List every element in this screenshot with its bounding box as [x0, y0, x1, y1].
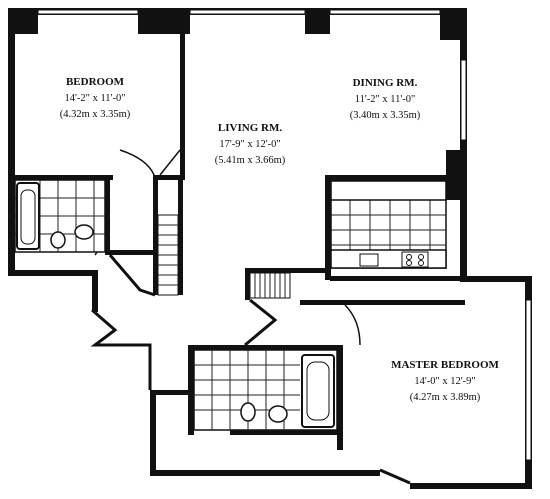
closet-2	[249, 272, 291, 299]
room-dim-imperial-living: 17'-9" x 12'-0"	[219, 139, 280, 150]
bathroom-2	[193, 349, 338, 431]
room-dim-metric-bedroom: (4.32m x 3.35m)	[60, 109, 131, 120]
toilet-icon	[240, 402, 256, 422]
room-name-bedroom: BEDROOM	[66, 76, 125, 88]
label-bedroom: BEDROOM 14'-2" x 11'-0" (4.32m x 3.35m)	[60, 76, 131, 120]
room-dim-metric-dining: (3.40m x 3.35m)	[350, 110, 421, 121]
kitchen	[330, 180, 447, 269]
room-dim-imperial-bedroom: 14'-2" x 11'-0"	[65, 93, 126, 104]
sink-icon	[268, 405, 288, 423]
columns	[8, 8, 467, 200]
bathroom-1	[14, 179, 106, 253]
room-dim-imperial-dining: 11'-2" x 11'-0"	[355, 94, 416, 105]
label-living: LIVING RM. 17'-9" x 12'-0" (5.41m x 3.66…	[215, 122, 286, 166]
room-dim-imperial-master: 14'-0" x 12'-9"	[414, 376, 475, 387]
room-name-living: LIVING RM.	[218, 122, 282, 134]
label-dining: DINING RM. 11'-2" x 11'-0" (3.40m x 3.35…	[350, 77, 421, 121]
interior-walls	[8, 34, 465, 450]
label-master: MASTER BEDROOM 14'-0" x 12'-9" (4.27m x …	[391, 359, 499, 403]
bathtub-icon	[16, 182, 40, 250]
room-dim-metric-living: (5.41m x 3.66m)	[215, 155, 286, 166]
toilet-icon	[50, 231, 66, 249]
stove-icon	[401, 251, 429, 268]
bathtub-icon	[301, 354, 335, 428]
hallway-walls	[90, 254, 411, 485]
room-dim-metric-master: (4.27m x 3.89m)	[410, 392, 481, 403]
door-swings	[94, 149, 361, 346]
room-name-master: MASTER BEDROOM	[391, 359, 499, 371]
sink-icon	[74, 224, 94, 240]
sink-icon	[359, 253, 379, 267]
closet-1	[157, 214, 179, 296]
room-name-dining: DINING RM.	[353, 77, 418, 89]
